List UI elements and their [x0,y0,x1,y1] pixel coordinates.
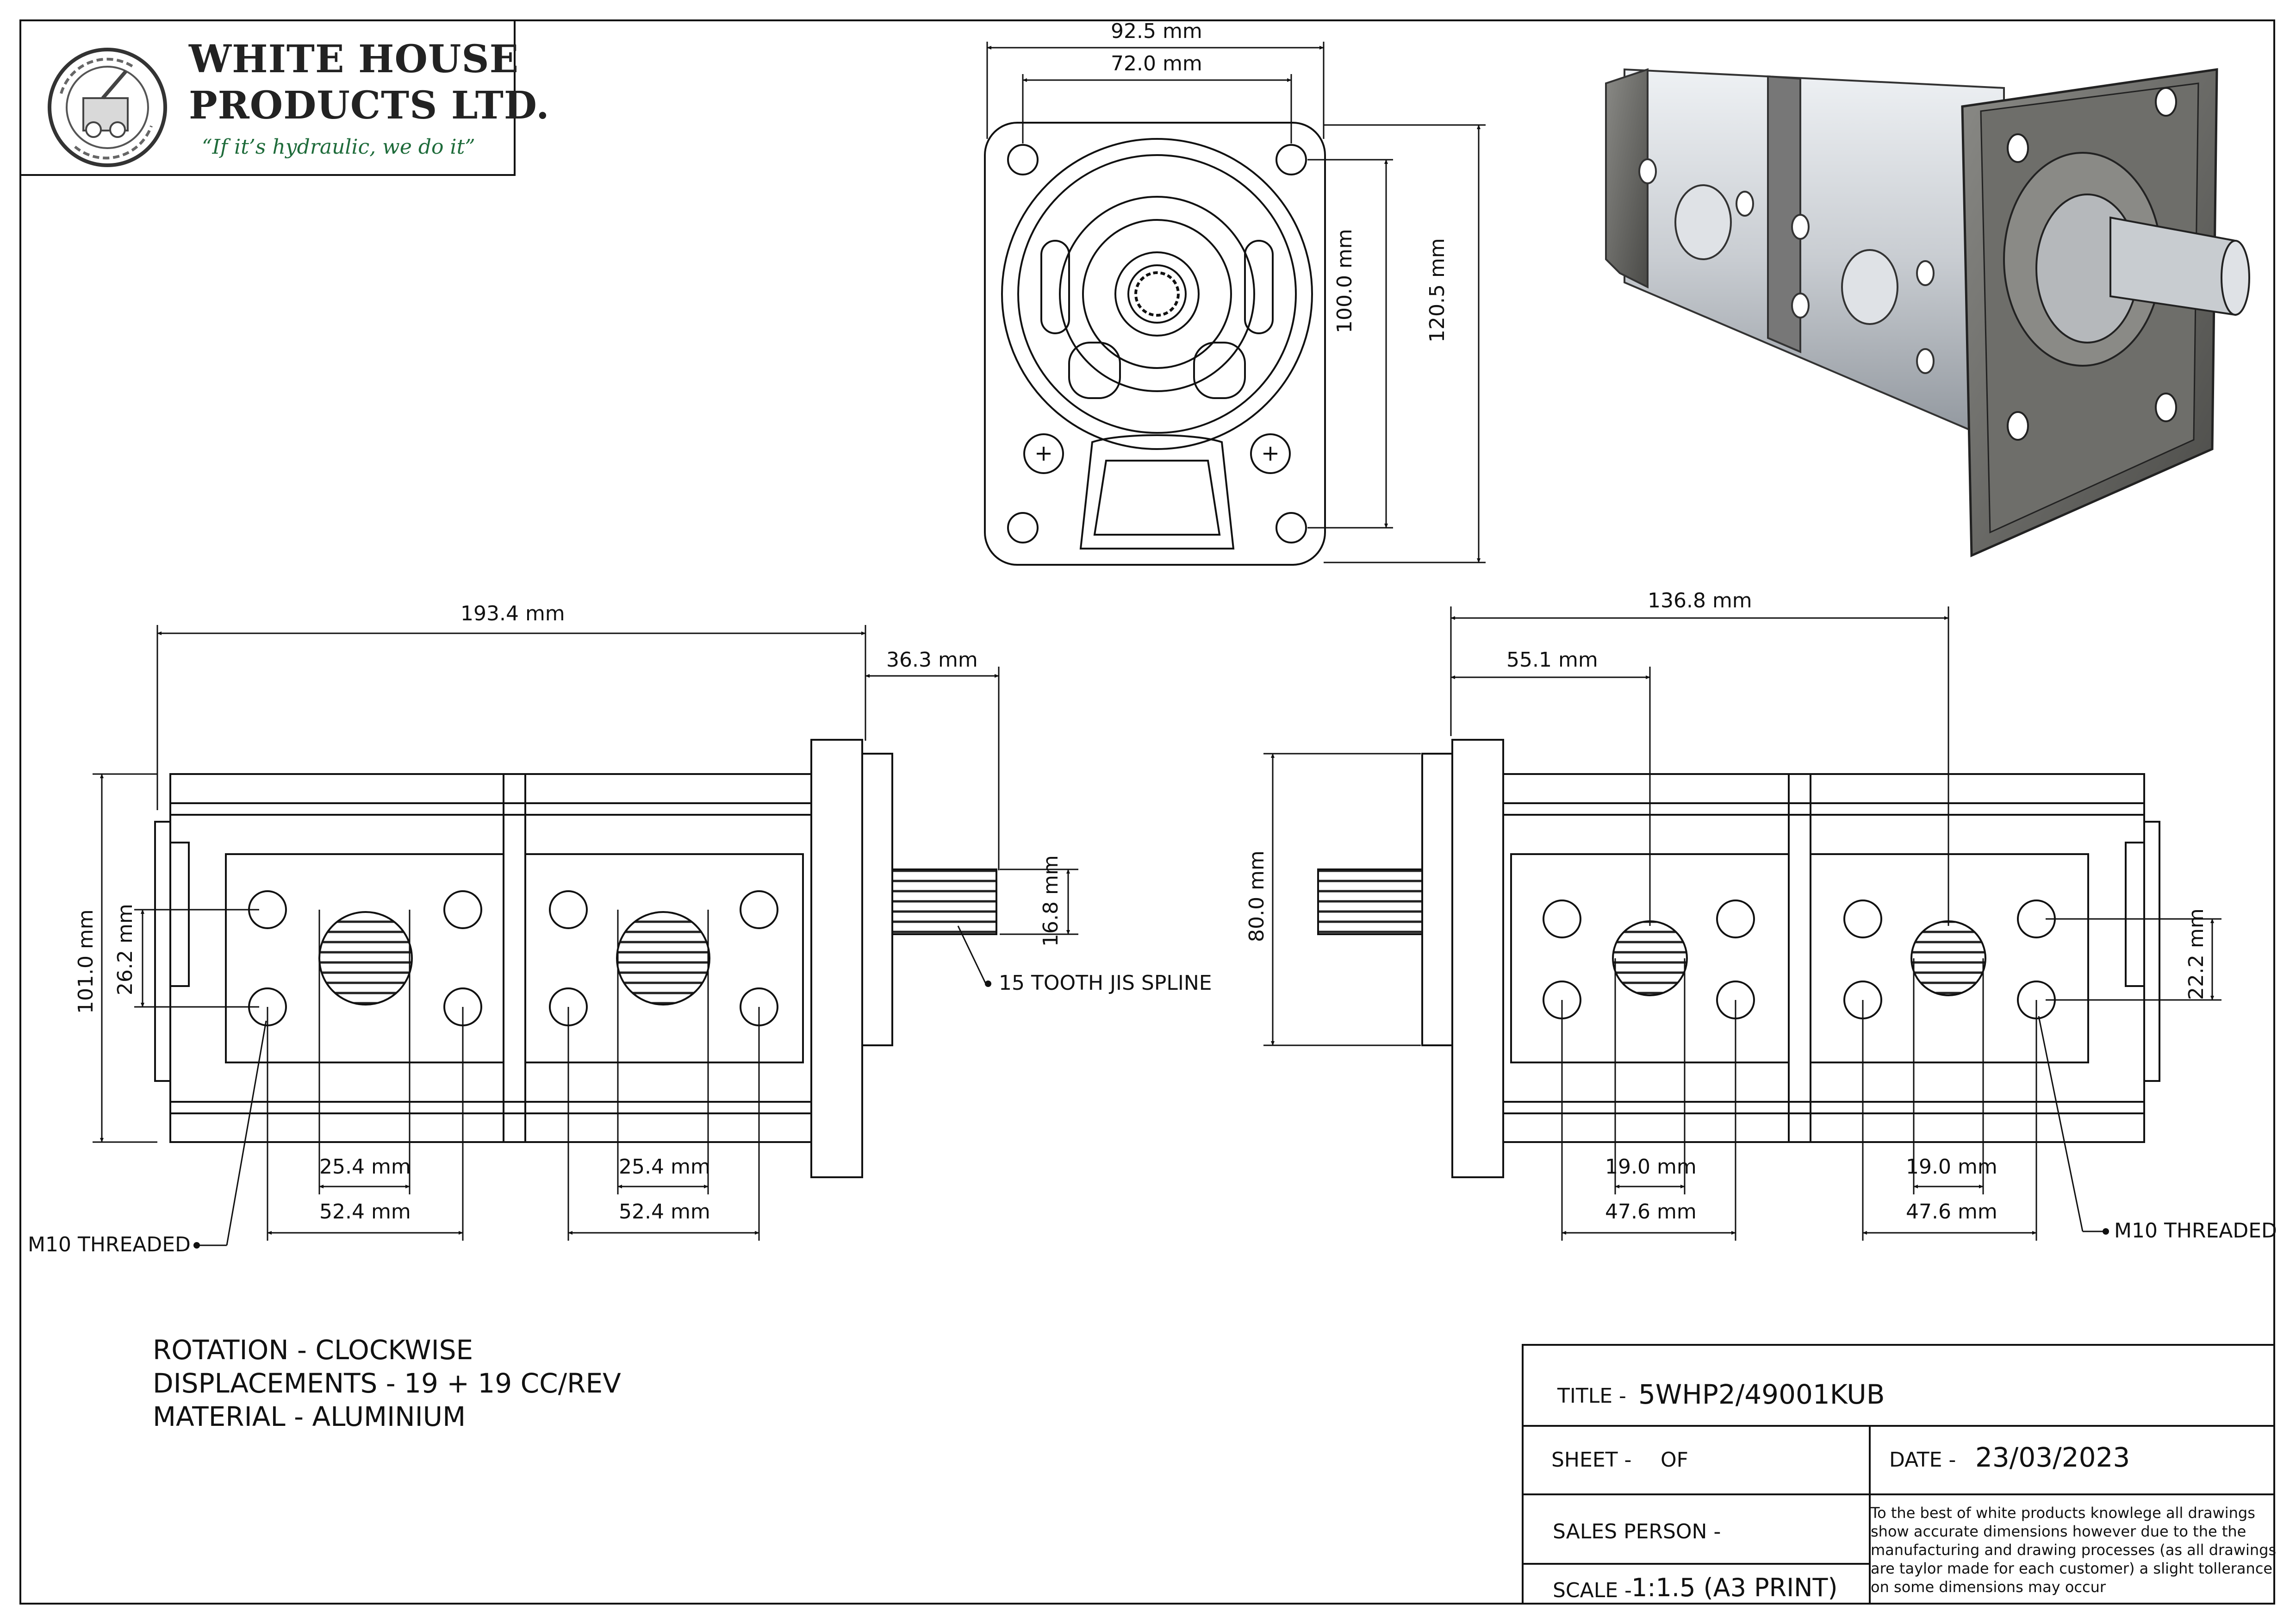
dim-front-width-outer: 92.5 mm [1111,19,1202,43]
sheet-of: OF [1661,1448,1688,1472]
dim-shaft-spline-dia: 16.8 mm [1039,855,1063,947]
dim-shaft-length: 36.3 mm [886,648,978,672]
dim-rear-flange-dia: 80.0 mm [1245,850,1269,942]
title-value: 5WHP2/49001KUB [1638,1379,1885,1410]
callout-thread-right: M10 THREADED [2114,1219,2277,1243]
company-tagline: “If it’s hydraulic, we do it” [202,135,475,159]
sheet-border [19,19,2275,1605]
title-block [1522,1344,2275,1605]
date-value: 23/03/2023 [1975,1442,2130,1473]
dim-front-height-outer: 120.5 mm [1425,238,1449,343]
dim-side-length: 193.4 mm [460,602,565,625]
dim-rear-first-port: 55.1 mm [1506,648,1598,672]
dim-port2-dia: 25.4 mm [619,1155,710,1179]
dim-rear-port1-pitch: 47.6 mm [1605,1200,1697,1224]
callout-thread-left: M10 THREADED [28,1233,191,1256]
callout-dot-thread-right [2103,1228,2109,1235]
company-name-line1: WHITE HOUSE [189,37,519,81]
dim-rear-port2-dia: 19.0 mm [1906,1155,1997,1179]
dim-side-height: 101.0 mm [74,909,98,1014]
dimension-lines [93,42,2221,1246]
disclaimer-text: To the best of white products knowlege a… [1871,1504,2277,1596]
note-rotation: ROTATION - CLOCKWISE [153,1334,473,1366]
sheet-label: SHEET - [1551,1448,1632,1472]
company-seal [48,48,167,167]
spec-notes: ROTATION - CLOCKWISE DISPLACEMENTS - 19 … [153,1333,621,1433]
callout-dot-spline [985,981,991,987]
dim-rear-length: 136.8 mm [1648,589,1752,612]
callout-spline: 15 TOOTH JIS SPLINE [999,971,1212,995]
note-material: MATERIAL - ALUMINIUM [153,1401,466,1432]
company-name-line2: PRODUCTS LTD. [189,83,550,128]
scale-label: SCALE - [1553,1579,1632,1602]
dim-rear-port-pitch: 22.2 mm [2184,908,2208,1000]
dim-port1-pitch: 52.4 mm [319,1200,411,1224]
logo-block [19,19,516,176]
dim-rear-port2-pitch: 47.6 mm [1906,1200,1997,1224]
front-view [984,122,1326,566]
callout-dot-thread-left [193,1242,200,1249]
company-name: WHITE HOUSE PRODUCTS LTD. [189,36,550,129]
left-side-view [154,739,997,1178]
iso-view [1605,68,2250,557]
right-rear-view [1317,739,2160,1178]
scale-value: 1:1.5 (A3 PRINT) [1631,1573,1838,1602]
dim-front-height-bolt: 100.0 mm [1333,229,1356,333]
dim-port2-pitch: 52.4 mm [619,1200,710,1224]
dim-rear-port1-dia: 19.0 mm [1605,1155,1697,1179]
date-label: DATE - [1889,1448,1956,1472]
sales-person-label: SALES PERSON - [1553,1520,1721,1543]
dim-front-width-bolt: 72.0 mm [1111,52,1202,75]
dim-side-port-pitch: 26.2 mm [113,904,137,995]
note-displacements: DISPLACEMENTS - 19 + 19 CC/REV [153,1368,621,1399]
dim-port1-dia: 25.4 mm [319,1155,411,1179]
title-label: TITLE - [1557,1384,1626,1408]
